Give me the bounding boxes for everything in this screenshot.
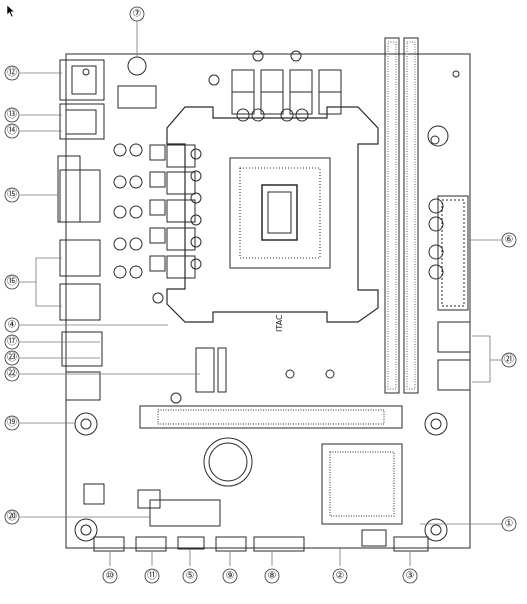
callout-1: ①: [505, 519, 514, 530]
callout-6: ⑥: [505, 235, 514, 246]
callout-15: ⑮: [7, 189, 17, 201]
callout-circle: [4, 334, 20, 350]
atx-connector: [437, 195, 469, 311]
mount-hole: [424, 518, 448, 542]
callout-circle: [332, 568, 348, 584]
callout-12: ⑫: [7, 67, 17, 79]
callout-11: ⑪: [147, 570, 157, 582]
cpu-socket-inner: [239, 167, 321, 259]
mount-hole: [452, 70, 460, 78]
callout-circle: [4, 65, 20, 81]
pcie-slot: [139, 405, 403, 429]
callout-circle: [4, 274, 20, 290]
callout-17: ⑰: [7, 336, 17, 348]
callout-2: ②: [336, 571, 345, 582]
chipset: [321, 443, 403, 525]
callout-circle: [222, 568, 238, 584]
m2-slot: [195, 347, 215, 393]
mount-hole: [82, 68, 90, 76]
callout-22: ㉒: [7, 368, 17, 380]
callout-lines: [20, 21, 502, 566]
mount-hole: [170, 392, 182, 404]
callout-5: ⑤: [186, 571, 195, 582]
callout-circle: [4, 366, 20, 382]
callout-circle: [4, 350, 20, 366]
callout-16: ⑯: [7, 276, 17, 288]
cpu-bracket: [166, 106, 379, 323]
callout-circle: [402, 568, 418, 584]
pcb-outline: [65, 53, 471, 549]
callout-10: ⑩: [106, 571, 115, 582]
callout-circles: [4, 6, 517, 584]
mouse-pointer-icon: [6, 4, 16, 18]
callout-8: ⑧: [268, 571, 277, 582]
callout-circle: [4, 317, 20, 333]
mount-hole: [74, 412, 98, 436]
callout-circle: [264, 568, 280, 584]
dimm-slots: [384, 37, 419, 394]
callout-9: ⑨: [226, 571, 235, 582]
callout-circle: [501, 352, 517, 368]
callout-numbers: ⑦ ⑫ ⑬ ⑭ ⑮ ⑯ ④ ⑰ ㉓ ㉒ ⑲ ⑳ ⑥ ㉑ ① ⑩ ⑪ ⑤ ⑨ ⑧ …: [7, 9, 514, 582]
callout-14: ⑭: [7, 125, 17, 137]
mount-hole: [74, 518, 98, 542]
callout-circle: [501, 516, 517, 532]
callout-circle: [102, 568, 118, 584]
callout-circle: [501, 232, 517, 248]
callout-23: ㉓: [7, 352, 17, 364]
callout-circle: [182, 568, 198, 584]
sata-ports: [437, 321, 471, 391]
callout-circle: [4, 509, 20, 525]
cpu-die: [261, 184, 298, 241]
callout-3: ③: [406, 571, 415, 582]
vrm-left: [113, 143, 202, 304]
bottom-headers: [83, 483, 429, 552]
callout-13: ⑬: [7, 109, 17, 121]
callout-20: ⑳: [7, 511, 17, 523]
callout-4: ④: [8, 320, 17, 331]
callout-circle: [4, 187, 20, 203]
callout-21: ㉑: [504, 354, 514, 366]
callout-circle: [4, 415, 20, 431]
rear-io: [57, 59, 105, 401]
chip-label: ITAC: [275, 314, 284, 332]
callout-circle: [129, 6, 145, 22]
callout-19: ⑲: [7, 417, 17, 429]
callout-circle: [4, 123, 20, 139]
cmos-battery: [203, 437, 253, 487]
mount-hole: [427, 125, 449, 147]
cpu-die-core: [267, 191, 292, 234]
cpu-socket: [229, 157, 331, 269]
callout-7: ⑦: [133, 9, 142, 20]
vrm-top: [117, 50, 342, 122]
callout-circle: [144, 568, 160, 584]
mount-hole: [424, 412, 448, 436]
callout-circle: [4, 107, 20, 123]
